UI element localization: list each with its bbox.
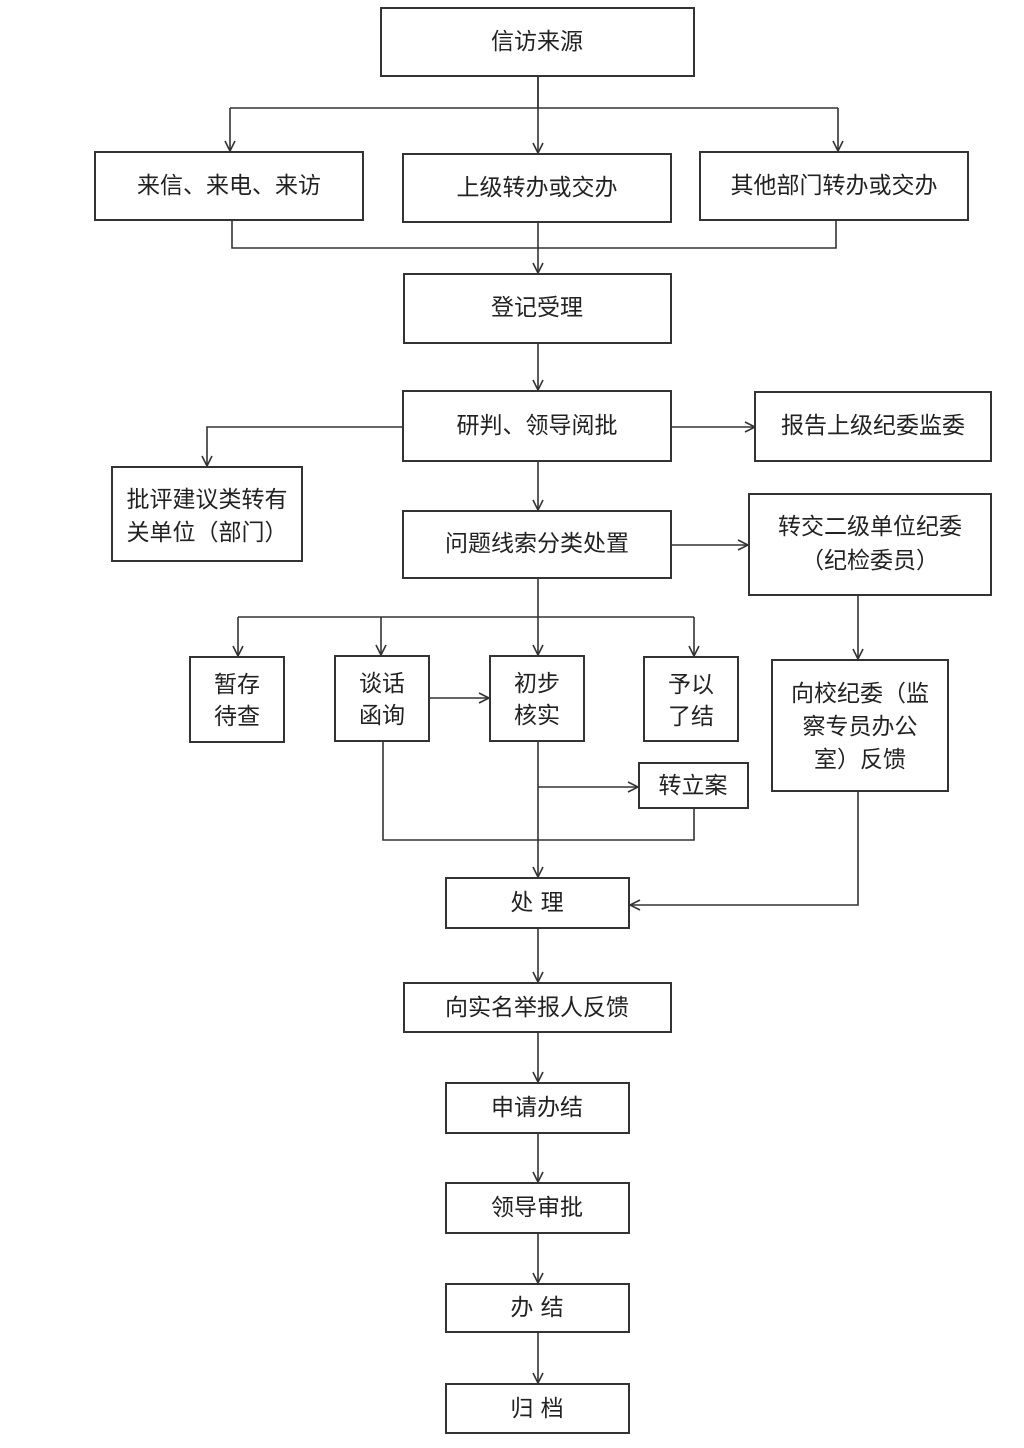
- node-superior: 上级转办或交办: [402, 153, 672, 223]
- node-letters: 来信、来电、来访: [94, 151, 364, 221]
- node-hold: 暂存 待查: [189, 656, 285, 743]
- edge-feedback-handle: [630, 791, 859, 905]
- node-close-case: 予以 了结: [643, 656, 739, 742]
- node-criticism-label-1: 批评建议类转有: [127, 487, 288, 513]
- node-handle-label: 处 理: [510, 890, 563, 916]
- node-finish: 办 结: [445, 1283, 630, 1333]
- node-approve: 领导审批: [445, 1182, 630, 1234]
- node-talk-label-1: 谈话: [359, 671, 405, 697]
- node-letters-label: 来信、来电、来访: [137, 173, 321, 199]
- node-feedback-school: 向校纪委（监 察专员办公 室）反馈: [771, 659, 949, 792]
- node-file-case-label: 转立案: [659, 773, 728, 799]
- node-other-dept-label: 其他部门转办或交办: [731, 173, 938, 199]
- node-other-dept: 其他部门转办或交办: [699, 151, 969, 221]
- connectors: [207, 76, 858, 1383]
- node-report-label: 报告上级纪委监委: [781, 413, 965, 439]
- node-talk-label-2: 函询: [359, 703, 405, 729]
- node-verify-label-1: 初步: [514, 671, 560, 697]
- node-feedback-reporter-label: 向实名举报人反馈: [445, 995, 629, 1021]
- node-close-case-label-2: 了结: [668, 704, 714, 730]
- node-hold-label-2: 待查: [214, 704, 260, 730]
- edge-judge-criticism: [207, 426, 403, 466]
- node-feedback-reporter: 向实名举报人反馈: [403, 982, 672, 1033]
- node-criticism: 批评建议类转有 关单位（部门）: [111, 466, 303, 562]
- node-finish-label: 办 结: [510, 1295, 563, 1321]
- node-source: 信访来源: [380, 7, 695, 77]
- node-classify: 问题线索分类处置: [402, 510, 672, 579]
- node-transfer-label-2: （纪检委员）: [801, 548, 939, 574]
- node-apply-label: 申请办结: [491, 1095, 583, 1121]
- node-feedback-school-label-2: 察专员办公: [803, 714, 918, 740]
- node-verify-label-2: 核实: [514, 703, 560, 729]
- node-approve-label: 领导审批: [491, 1195, 583, 1221]
- node-register: 登记受理: [403, 273, 672, 344]
- node-archive: 归 档: [445, 1383, 630, 1434]
- node-feedback-school-label-1: 向校纪委（监: [791, 681, 929, 707]
- node-file-case: 转立案: [638, 762, 749, 809]
- node-classify-label: 问题线索分类处置: [445, 531, 629, 557]
- node-handle: 处 理: [445, 877, 630, 929]
- node-talk: 谈话 函询: [334, 655, 430, 742]
- edge-letters-merge: [231, 220, 837, 249]
- node-transfer-label-1: 转交二级单位纪委: [778, 514, 962, 540]
- node-superior-label: 上级转办或交办: [457, 175, 618, 201]
- node-judge: 研判、领导阅批: [402, 390, 672, 462]
- node-register-label: 登记受理: [491, 295, 583, 321]
- node-criticism-label-2: 关单位（部门）: [127, 520, 288, 546]
- node-feedback-school-label-3: 室）反馈: [814, 747, 906, 773]
- node-report: 报告上级纪委监委: [754, 391, 992, 462]
- node-apply: 申请办结: [445, 1082, 630, 1134]
- node-transfer: 转交二级单位纪委 （纪检委员）: [748, 493, 992, 596]
- node-archive-label: 归 档: [510, 1396, 563, 1422]
- node-close-case-label-1: 予以: [668, 672, 714, 698]
- node-hold-label-1: 暂存: [214, 672, 260, 698]
- node-source-label: 信访来源: [491, 29, 583, 55]
- node-verify: 初步 核实: [489, 655, 585, 742]
- node-judge-label: 研判、领导阅批: [457, 413, 618, 439]
